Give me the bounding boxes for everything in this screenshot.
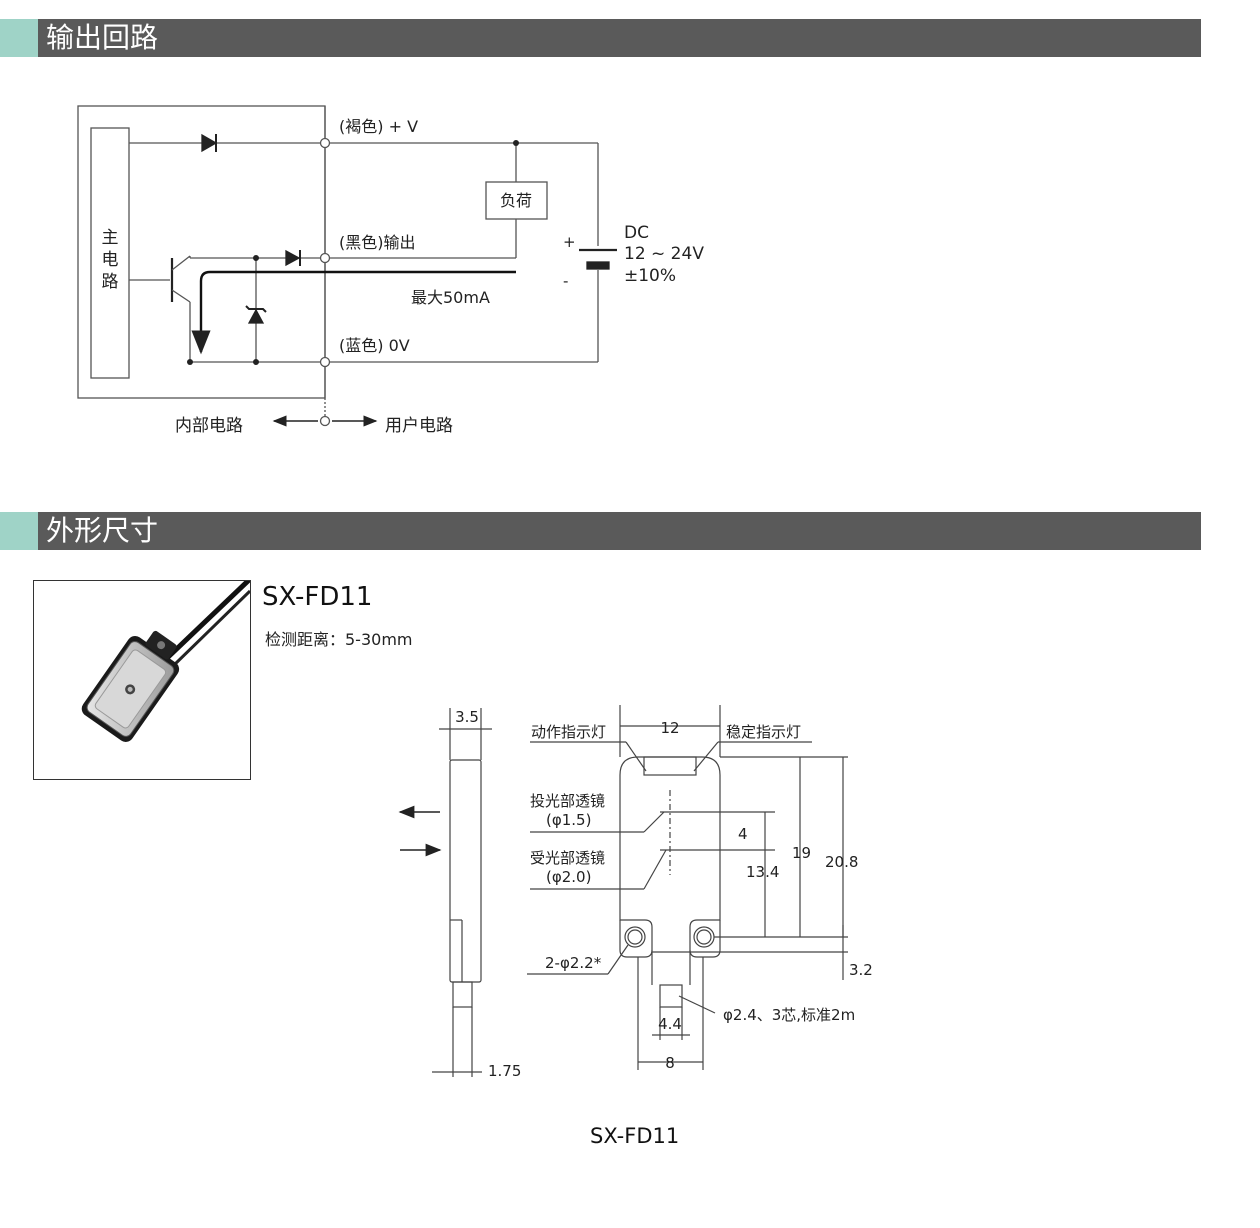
label-plus: + [563, 233, 576, 251]
section-accent [0, 19, 38, 57]
section-title: 输出回路 [46, 21, 159, 54]
label-supply-dc: DC [624, 223, 649, 243]
dim-hole-offset: 3.2 [849, 961, 873, 979]
drawing-caption: SX-FD11 [590, 1124, 680, 1148]
diode-output [285, 249, 301, 267]
label-brown-wire: (褐色) + V [339, 117, 418, 136]
label-supply-tolerance: ±10% [624, 266, 676, 286]
label-minus: - [563, 272, 568, 290]
main-circuit-block [90, 127, 130, 379]
terminal-nodes [319, 137, 331, 427]
dim-lens-spacing: 4 [738, 825, 748, 843]
product-photo [33, 580, 251, 780]
label-cable-spec: φ2.4、3芯,标准2m [723, 1006, 855, 1024]
dim-side-thickness: 3.5 [455, 708, 479, 726]
section-header-dimensions: 外形尺寸 [0, 512, 1201, 550]
label-action-indicator: 动作指示灯 [531, 723, 606, 741]
label-receiver-lens-dia: (φ2.0) [546, 868, 591, 886]
dim-neck-width: 4.4 [658, 1015, 682, 1033]
zener-diode [247, 308, 265, 324]
dim-total-height: 20.8 [825, 853, 858, 871]
dim-hole-height: 19 [792, 844, 811, 862]
label-black-wire: (黑色)输出 [339, 233, 416, 252]
transistor-emitter [171, 289, 191, 303]
junction-dots [187, 140, 519, 365]
label-internal-circuit: 内部电路 [175, 416, 243, 436]
label-max-current: 最大50mA [411, 288, 490, 307]
label-receiver-lens: 受光部透镜 [530, 849, 605, 867]
dim-side-bottom: 1.75 [488, 1062, 521, 1080]
product-model: SX-FD11 [262, 582, 373, 612]
label-load: 负荷 [500, 191, 532, 210]
current-flow-arrow [191, 270, 516, 355]
product-detection-range: 检测距离：5-30mm [265, 630, 413, 649]
dim-base-width: 8 [665, 1054, 675, 1072]
front-view-drawing [527, 705, 848, 1070]
label-stable-indicator: 稳定指示灯 [726, 723, 801, 741]
section-title: 外形尺寸 [46, 514, 159, 547]
label-emitter-lens-dia: (φ1.5) [546, 811, 591, 829]
output-circuit-diagram [77, 105, 617, 416]
main-circuit-char: 主 [102, 228, 119, 248]
label-blue-wire: (蓝色) 0V [339, 336, 410, 355]
main-circuit-char: 路 [102, 272, 119, 292]
label-mount-holes: 2-φ2.2* [545, 954, 602, 972]
diode-top [201, 133, 218, 153]
section-accent [0, 512, 38, 550]
label-supply-voltage: 12 ~ 24V [624, 244, 704, 264]
side-view-drawing [432, 708, 492, 1077]
sensor-illustration [81, 581, 250, 742]
section-header-output-circuit: 输出回路 [0, 19, 1201, 57]
label-emitter-lens: 投光部透镜 [530, 792, 605, 810]
dim-lens-height: 13.4 [746, 863, 779, 881]
dim-width-top: 12 [660, 719, 679, 737]
battery-minus-plate [586, 261, 610, 270]
label-user-circuit: 用户电路 [385, 416, 453, 436]
main-circuit-char: 电 [102, 250, 119, 270]
